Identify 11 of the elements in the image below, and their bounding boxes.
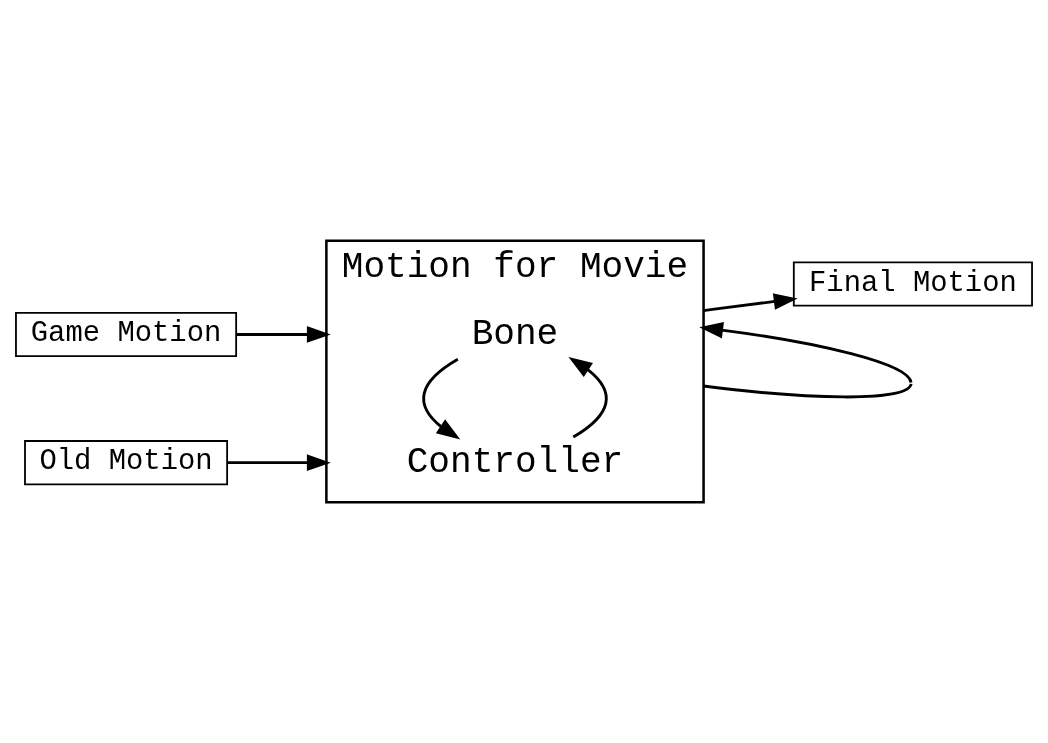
node-box: Final Motion — [792, 261, 1033, 307]
arrow — [699, 321, 913, 399]
node-box: Old Motion — [24, 440, 228, 486]
arrow — [236, 326, 331, 343]
arrow — [568, 356, 608, 439]
node-text: Bone — [471, 313, 559, 355]
arrow — [703, 293, 798, 312]
node-text: Controller — [406, 441, 624, 483]
arrow — [227, 454, 331, 471]
node-box: Game Motion — [15, 311, 238, 358]
arrow — [422, 358, 461, 440]
